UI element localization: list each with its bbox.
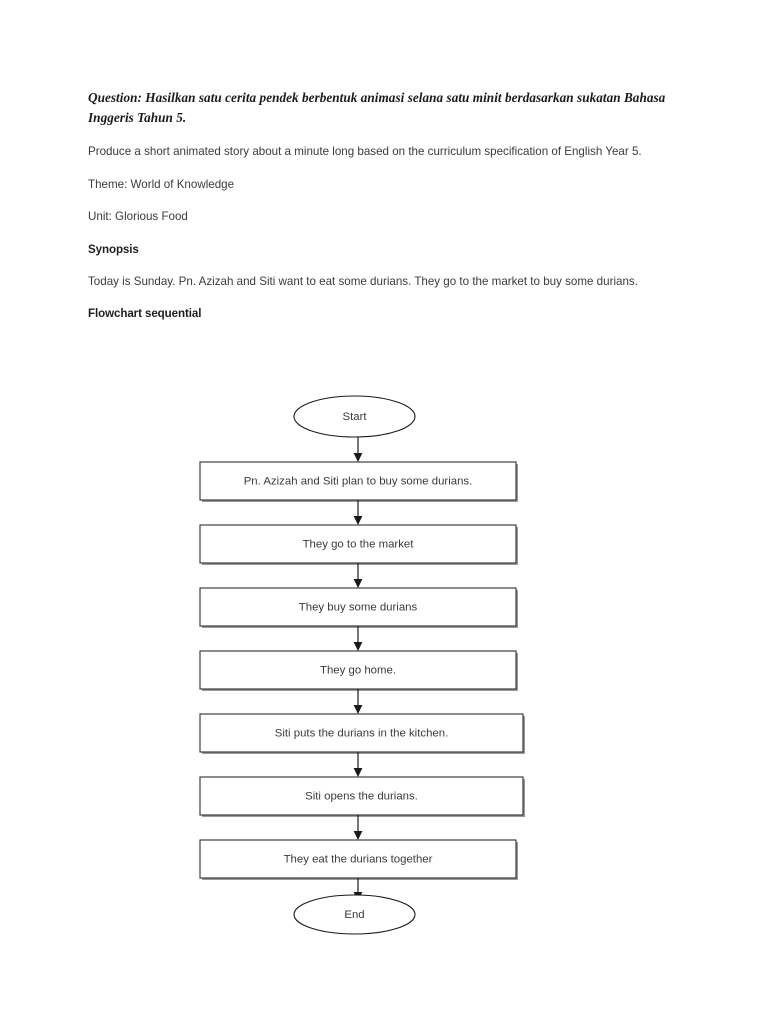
flowchart-node-step-3: They buy some durians: [199, 587, 518, 628]
connector-step-2-to-step-3: [353, 563, 363, 588]
step-3-label: They buy some durians: [299, 602, 418, 614]
flowchart-heading: Flowchart sequential: [88, 307, 202, 320]
flowchart-node-step-7: They eat the durians together: [199, 839, 518, 880]
document-text-block: Question: Hasilkan satu cerita pendek be…: [88, 88, 668, 336]
connector-step-4-to-step-5: [353, 689, 363, 714]
question-line: Question: Hasilkan satu cerita pendek be…: [88, 90, 666, 125]
flowchart-node-step-2: They go to the market: [199, 524, 518, 565]
flowchart-node-step-5: Siti puts the durians in the kitchen.: [199, 713, 525, 754]
theme-line: Theme: World of Knowledge: [88, 177, 235, 191]
connector-step-3-to-step-4: [353, 626, 363, 651]
connector-step-5-to-step-6: [353, 752, 363, 777]
step-4-label: They go home.: [320, 665, 396, 677]
flowchart-node-start: Start: [293, 395, 416, 438]
connector-start-to-step-1: [353, 437, 363, 462]
step-2-label: They go to the market: [303, 539, 415, 551]
flowchart-node-step-4: They go home.: [199, 650, 518, 691]
start-label: Start: [342, 411, 367, 423]
step-5-label: Siti puts the durians in the kitchen.: [275, 728, 449, 740]
flowchart-canvas: Start Pn. Azizah and Siti plan to buy so…: [199, 395, 525, 935]
step-6-label: Siti opens the durians.: [305, 791, 418, 803]
flowchart-diagram: Start Pn. Azizah and Siti plan to buy so…: [0, 380, 768, 955]
flowchart-node-step-6: Siti opens the durians.: [199, 776, 525, 817]
connector-step-1-to-step-2: [353, 500, 363, 525]
step-7-label: They eat the durians together: [284, 854, 433, 866]
flowchart-node-end: End: [293, 894, 416, 935]
start-ellipse-shape: [293, 395, 416, 438]
synopsis-heading: Synopsis: [88, 242, 139, 256]
connector-step-6-to-step-7: [353, 815, 363, 840]
synopsis-paragraph: Today is Sunday. Pn. Azizah and Siti wan…: [88, 274, 638, 288]
question-translation-paragraph: Produce a short animated story about a m…: [88, 145, 642, 158]
end-ellipse-shape: [293, 894, 416, 935]
end-label: End: [344, 909, 364, 921]
flowchart-node-step-1: Pn. Azizah and Siti plan to buy some dur…: [199, 461, 518, 502]
unit-line: Unit: Glorious Food: [88, 210, 188, 223]
step-1-label: Pn. Azizah and Siti plan to buy some dur…: [244, 476, 473, 488]
